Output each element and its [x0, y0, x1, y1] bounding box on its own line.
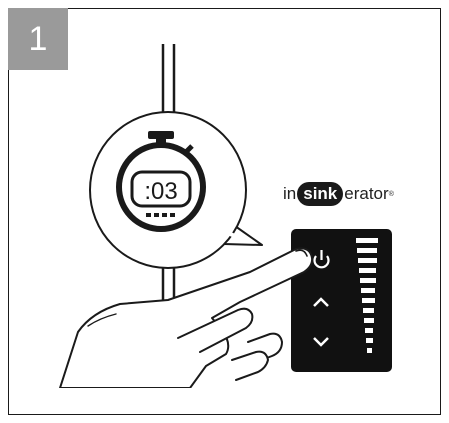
hand-illustration [60, 248, 312, 388]
brand-registered-mark: ® [389, 191, 394, 198]
brand-highlight: sink [297, 182, 343, 206]
brand-prefix: in [283, 184, 296, 204]
brand-suffix: erator [344, 184, 388, 204]
frame-bottom-mask [9, 388, 440, 414]
timer-display: :03 [144, 178, 177, 205]
brand-logo: in sink erator ® [283, 180, 394, 208]
step-number-badge: 1 [8, 8, 68, 70]
